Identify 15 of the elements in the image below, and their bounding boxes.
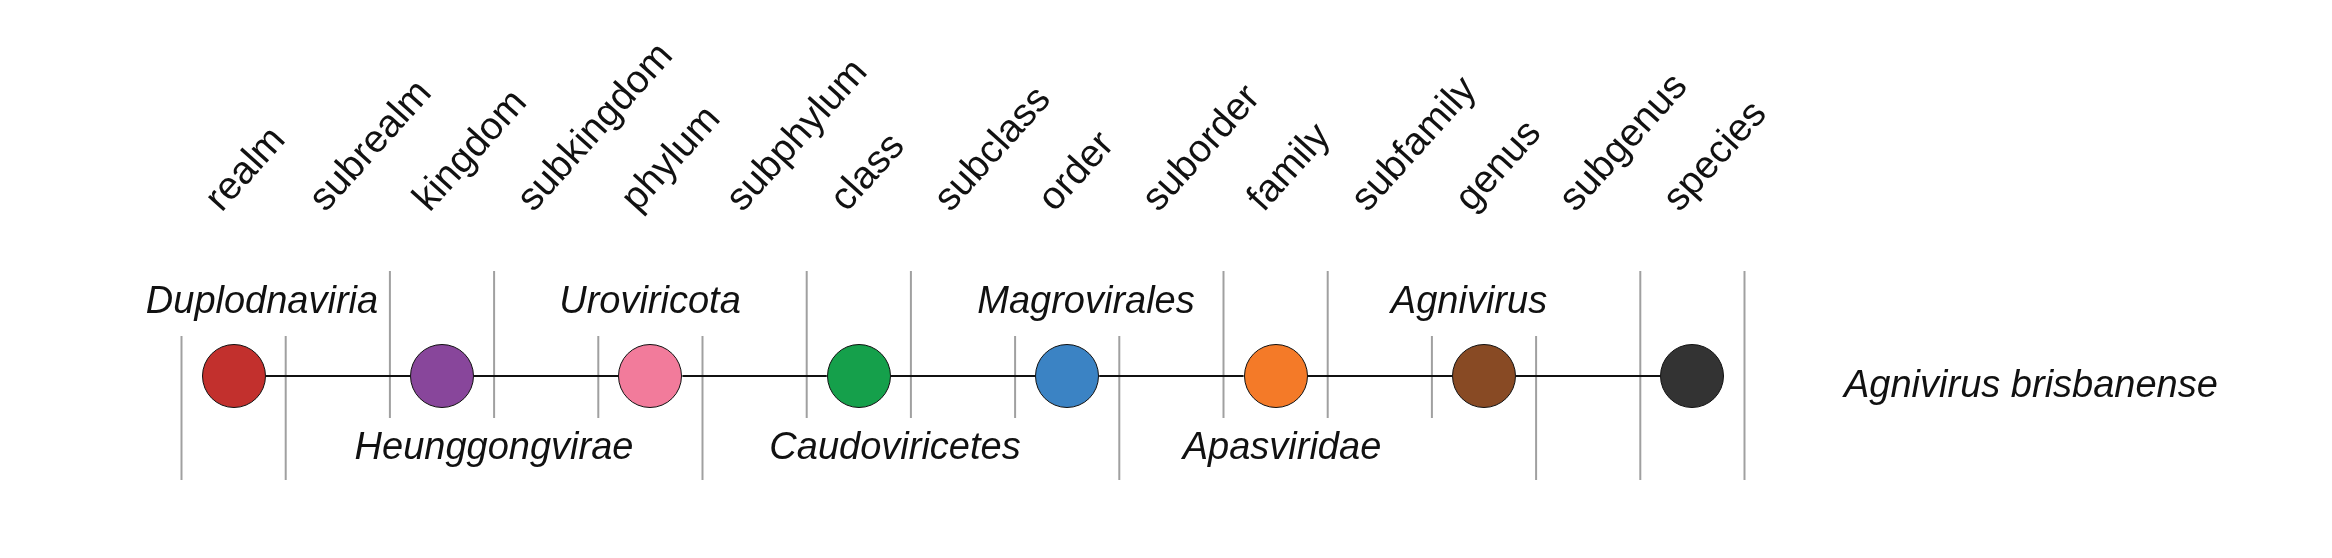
connector-line [264, 375, 411, 377]
taxon-name: Heunggongvirae [354, 427, 634, 465]
taxon-name: Duplodnaviria [145, 281, 379, 319]
taxon-name: Caudoviricetes [769, 427, 1021, 465]
taxon-name: Magrovirales [977, 281, 1195, 319]
taxon-name: Agnivirus brisbanense [1844, 365, 2218, 403]
taxon-name: Uroviricota [559, 281, 741, 319]
taxon-name: Agnivirus [1390, 281, 1548, 319]
connector-line [1306, 375, 1453, 377]
connector-line [1098, 375, 1245, 377]
connector-line [889, 375, 1037, 377]
connector-line [681, 375, 828, 377]
taxon-name: Apasviridae [1182, 427, 1382, 465]
connector-line [473, 375, 620, 377]
connector-line [1515, 375, 1662, 377]
